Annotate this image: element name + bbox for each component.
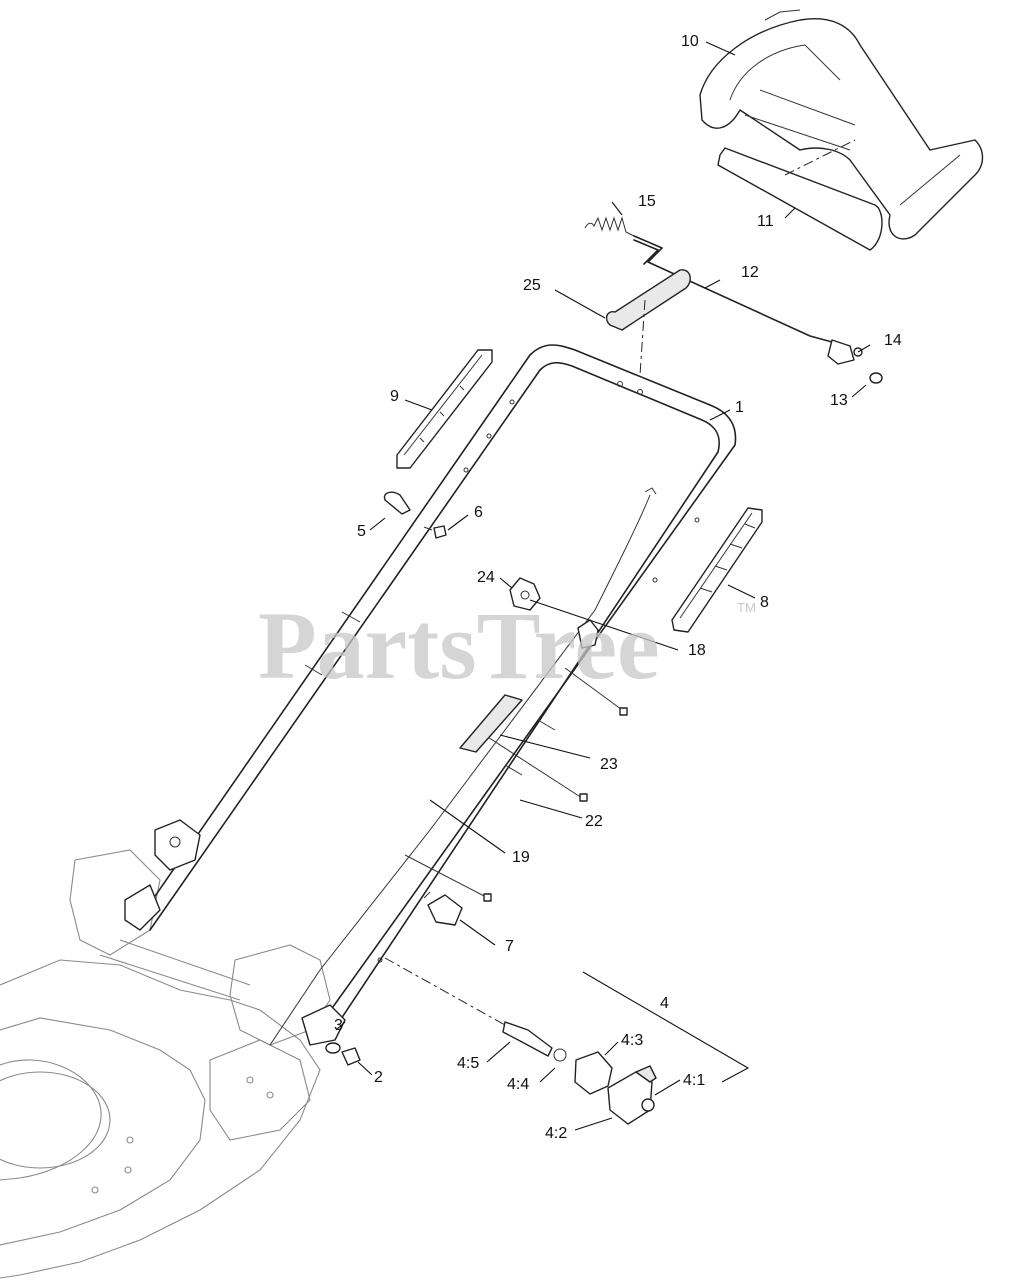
clip-and-nut [383, 491, 447, 539]
foam-grip [605, 269, 691, 376]
callout-25: 25 [523, 277, 541, 294]
handle-assembly [124, 344, 737, 1046]
bushing-and-washer [827, 339, 883, 384]
callout-4-2: 4:2 [545, 1125, 567, 1142]
callout-4: 4 [660, 995, 669, 1012]
callout-12: 12 [741, 264, 759, 281]
callout-5: 5 [357, 523, 366, 540]
knob-and-clip [509, 577, 599, 649]
callout-13: 13 [830, 392, 848, 409]
cable-guide-left [396, 349, 493, 469]
callout-9: 9 [390, 388, 399, 405]
height-adjuster-assembly [384, 957, 750, 1125]
watermark-text: PartsTree [258, 592, 660, 699]
callout-15: 15 [638, 193, 656, 210]
cable [269, 487, 657, 1046]
callout-18: 18 [688, 642, 706, 659]
grip [717, 139, 883, 251]
watermark: PartsTree TM [258, 592, 756, 699]
callout-22: 22 [585, 813, 603, 830]
callout-2: 2 [374, 1069, 383, 1086]
callout-4-5: 4:5 [457, 1055, 479, 1072]
cable-guide-right [671, 507, 763, 633]
bail-handle [699, 9, 984, 240]
callout-3: 3 [334, 1017, 343, 1034]
leader-lines [335, 41, 871, 1131]
callout-23: 23 [600, 756, 618, 773]
callout-14: 14 [884, 332, 902, 349]
callout-4-1: 4:1 [683, 1072, 705, 1089]
callout-4-4: 4:4 [507, 1076, 529, 1093]
cable-ties [404, 667, 628, 902]
callout-19: 19 [512, 849, 530, 866]
spring [584, 216, 635, 237]
callout-4-3: 4:3 [621, 1032, 643, 1049]
control-rod [633, 235, 833, 343]
callout-8: 8 [760, 594, 769, 611]
bolt-and-washer [325, 1042, 361, 1066]
callout-10: 10 [681, 33, 699, 50]
callout-labels: 10 11 15 12 25 14 13 1 9 5 6 24 8 18 23 … [334, 33, 902, 1142]
callout-24: 24 [477, 569, 495, 586]
callout-1: 1 [735, 399, 744, 416]
watermark-trademark: TM [737, 600, 756, 615]
cable-bracket [423, 891, 463, 926]
mower-deck [0, 849, 331, 1279]
callout-7: 7 [505, 938, 514, 955]
callout-6: 6 [474, 504, 483, 521]
callout-11: 11 [757, 213, 774, 230]
